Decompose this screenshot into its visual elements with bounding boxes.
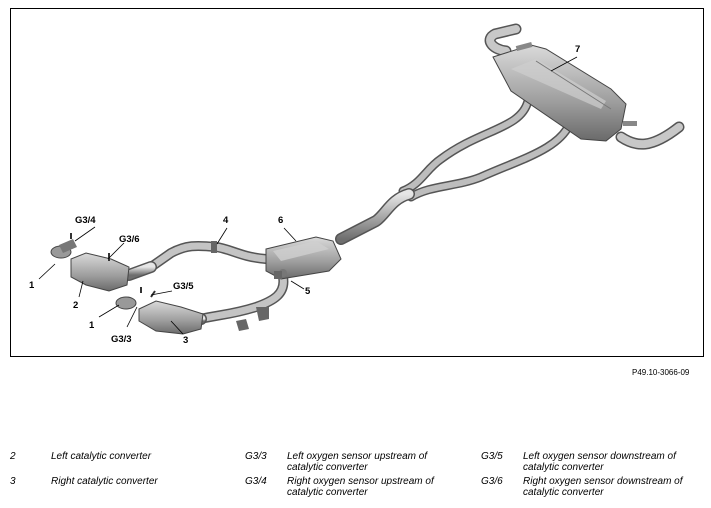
callout-1-right: 1 — [29, 280, 35, 291]
callout-4: 4 — [223, 215, 229, 226]
callout-g3-6: G3/6 — [119, 234, 140, 245]
legend-code-g3-6: G3/6 — [481, 476, 503, 487]
callout-6: 6 — [278, 215, 284, 226]
legend-text-g3-6: Right oxygen sensor downstream of cataly… — [523, 476, 683, 498]
callout-5: 5 — [305, 286, 311, 297]
callout-g3-4: G3/4 — [75, 215, 96, 226]
legend-text-g3-5: Left oxygen sensor downstream of catalyt… — [523, 451, 676, 473]
legend-text-3: Right catalytic converter — [51, 476, 158, 487]
callout-3: 3 — [183, 335, 189, 346]
legend-text-2: Left catalytic converter — [51, 451, 152, 462]
exhaust-illustration — [38, 23, 685, 335]
callout-1-left: 1 — [89, 320, 95, 331]
legend-text-g3-4: Right oxygen sensor upstream of catalyti… — [287, 476, 434, 498]
legend-text-g3-3: Left oxygen sensor upstream of catalytic… — [287, 451, 428, 473]
legend-code-3: 3 — [10, 476, 16, 487]
legend-code-g3-4: G3/4 — [245, 476, 267, 487]
legend-code-g3-3: G3/3 — [245, 451, 267, 462]
callout-g3-3: G3/3 — [111, 334, 132, 345]
callout-7: 7 — [575, 44, 581, 55]
callout-2: 2 — [73, 300, 79, 311]
figure-id: P49.10-3066-09 — [632, 368, 690, 377]
callout-g3-5: G3/5 — [173, 281, 194, 292]
legend-code-g3-5: G3/5 — [481, 451, 503, 462]
legend-code-2: 2 — [10, 451, 16, 462]
exhaust-system-diagram: 7 4 6 5 3 2 1 1 G3/4 G3/6 G3/5 G3/3 — [10, 8, 704, 357]
